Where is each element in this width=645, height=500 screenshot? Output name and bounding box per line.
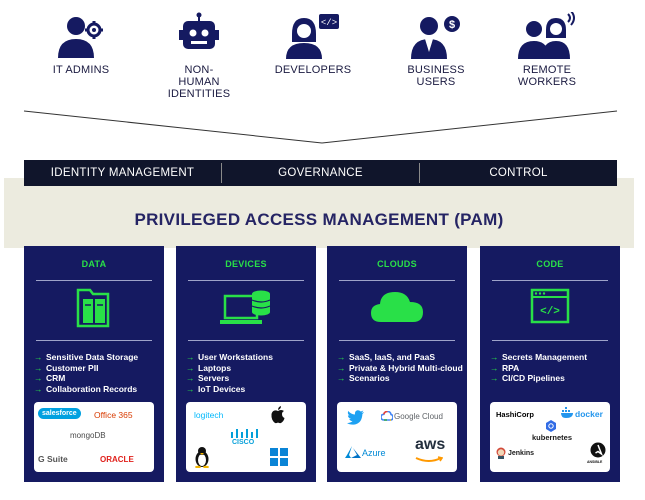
aws-smile-icon bbox=[415, 456, 443, 462]
ansible-icon bbox=[590, 442, 606, 458]
divider bbox=[188, 280, 304, 281]
column-heading: DEVICES bbox=[225, 259, 267, 269]
governance-label: GOVERNANCE bbox=[278, 167, 363, 179]
oracle-logo: ORACLE bbox=[100, 455, 134, 464]
logo-panel: salesforce Office 365 mongoDB G Suite OR… bbox=[34, 402, 154, 472]
google-cloud-logo: Google Cloud bbox=[394, 412, 443, 421]
item-list: SaaS, IaaS, and PaaS Private & Hybrid Mu… bbox=[337, 352, 463, 384]
column-clouds: CLOUDS SaaS, IaaS, and PaaS Private & Hy… bbox=[327, 246, 467, 482]
kubernetes-logo: kubernetes bbox=[532, 433, 573, 442]
list-item: Collaboration Records bbox=[34, 384, 138, 395]
list-item: Secrets Management bbox=[490, 352, 587, 363]
column-heading: CLOUDS bbox=[377, 259, 417, 269]
docker-logo: docker bbox=[575, 409, 603, 419]
folder-icon bbox=[24, 286, 164, 330]
list-item: Private & Hybrid Multi-cloud bbox=[337, 363, 463, 374]
identity-management-label: IDENTITY MANAGEMENT bbox=[50, 167, 195, 179]
divider bbox=[221, 163, 222, 183]
robot-icon bbox=[179, 12, 219, 49]
cisco-logo: CISCO bbox=[232, 439, 255, 446]
list-item: SaaS, IaaS, and PaaS bbox=[337, 352, 463, 363]
divider bbox=[188, 340, 304, 341]
persona-label: REMOTE WORKERS bbox=[517, 64, 577, 88]
business-user-dollar-icon: $ bbox=[411, 16, 460, 59]
divider bbox=[492, 280, 608, 281]
list-item: CRM bbox=[34, 373, 138, 384]
azure-icon bbox=[345, 446, 361, 458]
item-list: Sensitive Data Storage Customer PII CRM … bbox=[34, 352, 138, 394]
list-item: Servers bbox=[186, 373, 273, 384]
divider bbox=[339, 280, 455, 281]
persona-label: IT ADMINS bbox=[52, 64, 110, 76]
docker-whale-icon bbox=[561, 407, 573, 418]
svg-text:</>: </> bbox=[540, 306, 560, 318]
svg-text:$: $ bbox=[449, 19, 455, 31]
logo-panel: Google Cloud Azure aws bbox=[337, 402, 457, 472]
divider bbox=[492, 340, 608, 341]
list-item: RPA bbox=[490, 363, 587, 374]
pam-title: PRIVILEGED ACCESS MANAGEMENT (PAM) bbox=[134, 210, 504, 229]
persona-label: BUSINESS USERS bbox=[407, 64, 465, 88]
divider bbox=[36, 340, 152, 341]
logitech-logo: logitech bbox=[194, 410, 224, 420]
ansible-logo: ANSIBLE bbox=[587, 460, 603, 464]
list-item: User Workstations bbox=[186, 352, 273, 363]
column-heading: CODE bbox=[536, 259, 564, 269]
svg-text:</>: </> bbox=[321, 18, 337, 28]
persona-label: DEVELOPERS bbox=[274, 64, 352, 76]
list-item: Scenarios bbox=[337, 373, 463, 384]
office365-logo: Office 365 bbox=[94, 410, 133, 420]
list-item: Customer PII bbox=[34, 363, 138, 374]
persona-label: NON- HUMAN IDENTITIES bbox=[167, 64, 231, 100]
admin-gear-icon bbox=[58, 17, 103, 58]
pillar-bar: IDENTITY MANAGEMENT GOVERNANCE CONTROL bbox=[24, 160, 617, 186]
jenkins-face-icon bbox=[496, 447, 506, 459]
mongodb-logo: mongoDB bbox=[70, 431, 106, 440]
apple-logo bbox=[271, 406, 285, 424]
item-list: User Workstations Laptops Servers IoT De… bbox=[186, 352, 273, 394]
pam-band: PRIVILEGED ACCESS MANAGEMENT (PAM) bbox=[4, 178, 634, 248]
list-item: CI/CD Pipelines bbox=[490, 373, 587, 384]
gsuite-logo: G Suite bbox=[38, 454, 68, 464]
divider bbox=[419, 163, 420, 183]
kubernetes-helm-icon bbox=[546, 420, 556, 432]
azure-logo: Azure bbox=[362, 448, 386, 458]
funnel-lines bbox=[23, 110, 618, 144]
laptop-database-icon bbox=[176, 286, 316, 330]
persona-developers: </> DEVELOPERS bbox=[263, 12, 363, 76]
persona-remote-workers: REMOTE WORKERS bbox=[497, 12, 597, 88]
google-cloud-icon bbox=[381, 411, 393, 421]
control-label: CONTROL bbox=[489, 167, 548, 179]
twitter-icon bbox=[347, 410, 364, 425]
column-heading: DATA bbox=[81, 259, 107, 269]
aws-logo: aws bbox=[415, 436, 446, 453]
windows-logo bbox=[270, 448, 288, 466]
jenkins-logo: Jenkins bbox=[508, 450, 535, 457]
persona-non-human: NON- HUMAN IDENTITIES bbox=[149, 12, 249, 100]
hashicorp-logo: HashiCorp bbox=[496, 410, 534, 419]
list-item: IoT Devices bbox=[186, 384, 273, 395]
list-item: Sensitive Data Storage bbox=[34, 352, 138, 363]
column-devices: DEVICES User Workstations Laptops Server… bbox=[176, 246, 316, 482]
developer-code-icon: </> bbox=[286, 14, 339, 59]
persona-it-admins: IT ADMINS bbox=[31, 12, 131, 76]
linux-tux-icon bbox=[195, 447, 209, 468]
salesforce-logo: salesforce bbox=[38, 408, 81, 419]
divider bbox=[36, 280, 152, 281]
cloud-icon bbox=[327, 286, 467, 330]
code-window-icon: </> bbox=[480, 286, 620, 328]
column-code: CODE </> Secrets Management RPA CI/CD Pi… bbox=[480, 246, 620, 482]
logo-panel: HashiCorp docker kubernetes Jenkins ANSI… bbox=[490, 402, 610, 472]
persona-business-users: $ BUSINESS USERS bbox=[386, 12, 486, 88]
list-item: Laptops bbox=[186, 363, 273, 374]
remote-workers-wifi-icon bbox=[518, 12, 575, 59]
column-data: DATA Sensitive Data Storage Customer PII… bbox=[24, 246, 164, 482]
cisco-bars-icon bbox=[231, 429, 258, 438]
item-list: Secrets Management RPA CI/CD Pipelines bbox=[490, 352, 587, 384]
divider bbox=[339, 340, 455, 341]
logo-panel: logitech CISCO bbox=[186, 402, 306, 472]
